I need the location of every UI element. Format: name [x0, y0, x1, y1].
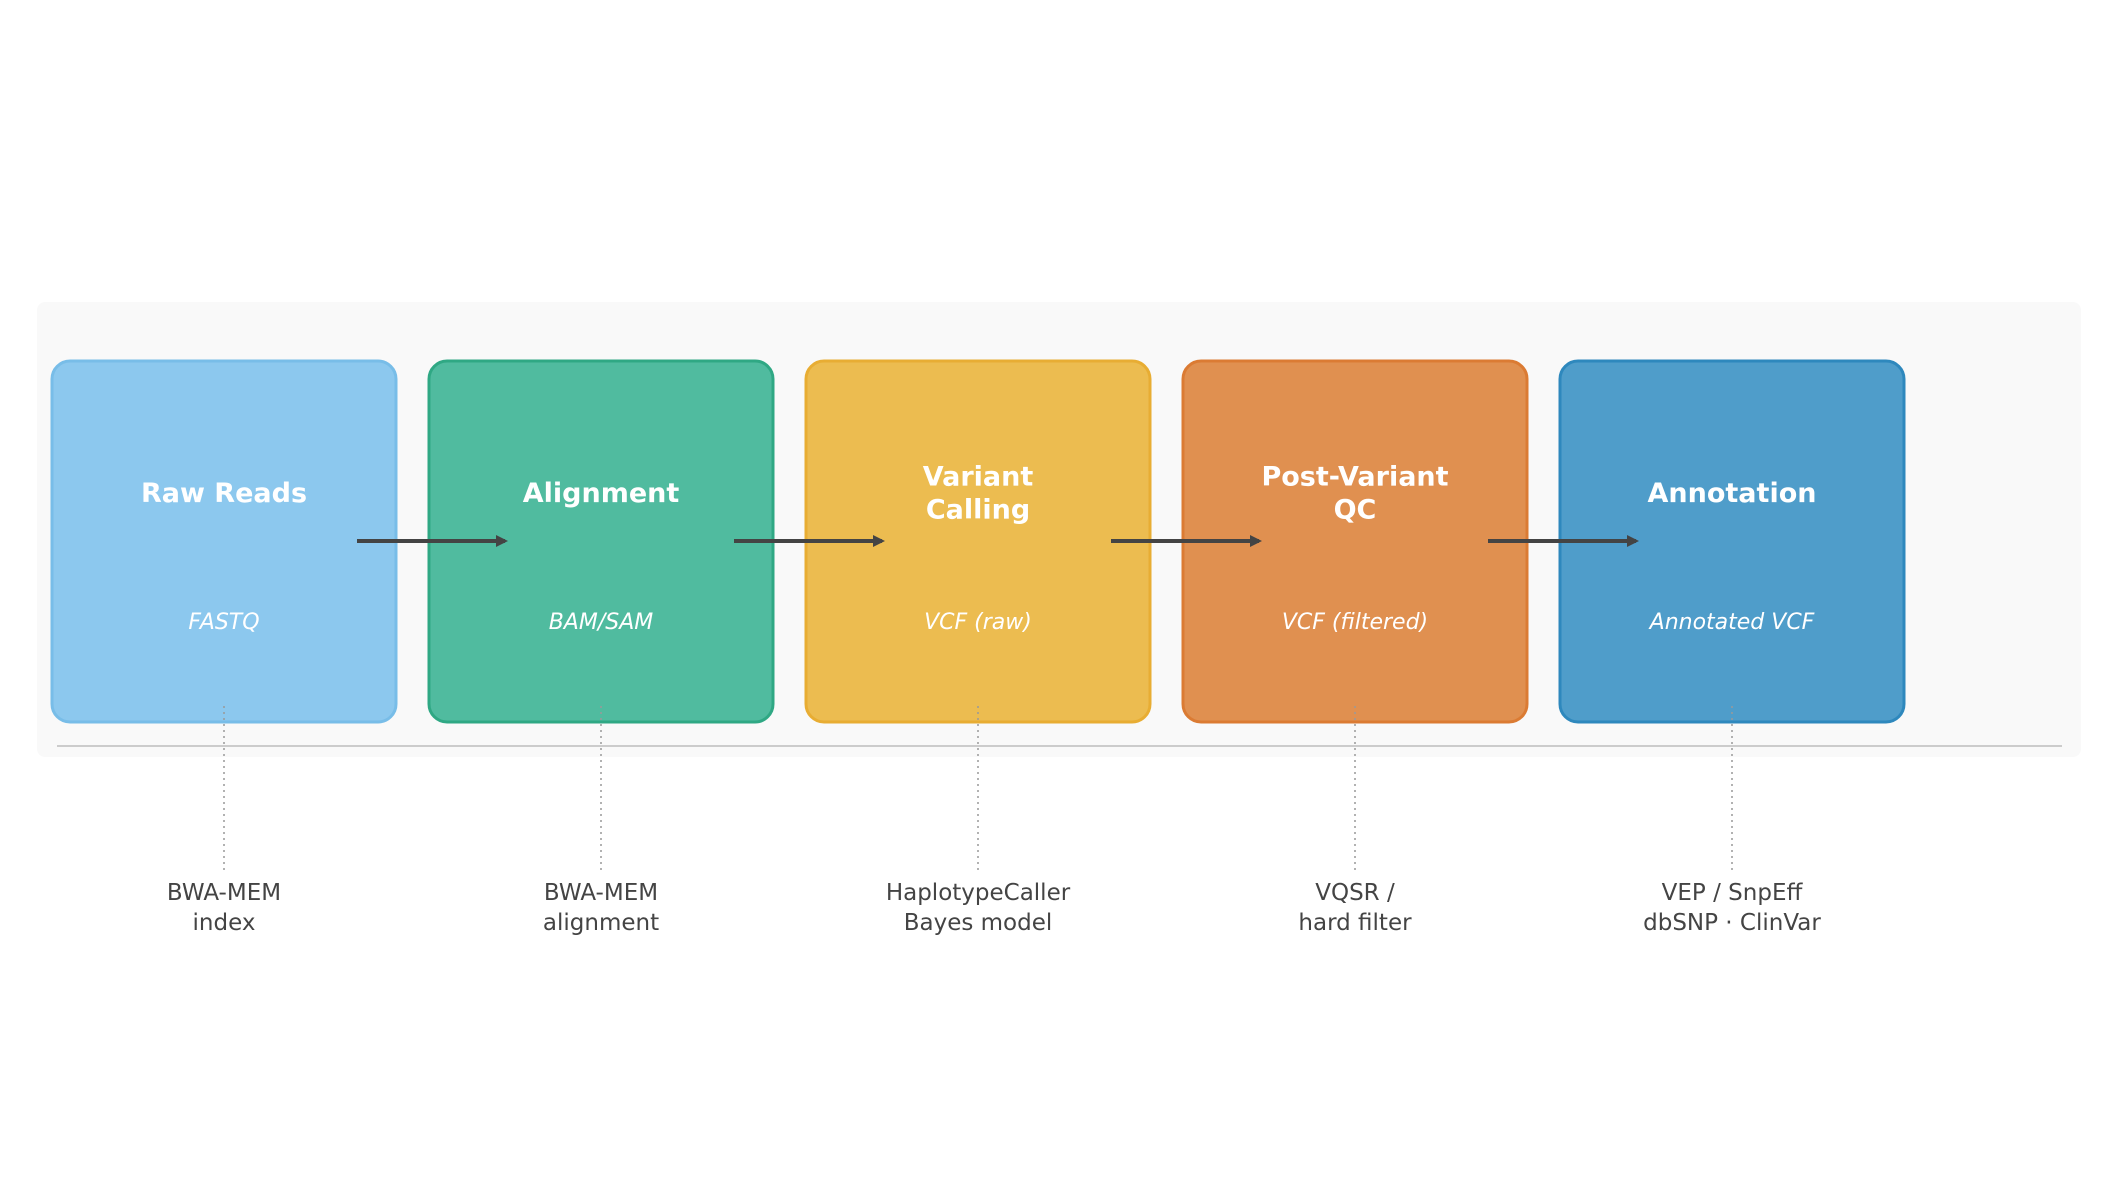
stage-format: BAM/SAM — [549, 610, 654, 635]
tool-label-line: BWA-MEM — [544, 880, 658, 906]
stage-title-line: QC — [1334, 494, 1377, 525]
stage-title: Raw Reads — [141, 478, 307, 509]
stage-format: VCF (filtered) — [1282, 610, 1428, 635]
stage-box — [50, 359, 398, 724]
stage-format: Annotated VCF — [1648, 610, 1815, 635]
stage-title: Annotation — [1648, 478, 1817, 509]
tool-label-line: VEP / SnpEff — [1662, 880, 1804, 906]
stage-title-line: Variant — [923, 461, 1034, 492]
stage-format: VCF (raw) — [924, 610, 1032, 635]
tool-label-line: dbSNP · ClinVar — [1643, 910, 1821, 936]
stage-title-line: Post-Variant — [1261, 461, 1448, 492]
tool-label-line: index — [193, 910, 256, 936]
stage-title-line: Raw Reads — [141, 478, 307, 509]
stage-title: Alignment — [523, 478, 680, 509]
tool-label-line: Bayes model — [904, 910, 1053, 936]
tool-label-line: BWA-MEM — [167, 880, 281, 906]
stage-title-line: Alignment — [523, 478, 680, 509]
tool-label: VEP / SnpEff dbSNP · ClinVar — [1643, 880, 1821, 936]
tool-label: VQSR / hard filter — [1298, 880, 1412, 936]
stage-title-line: Annotation — [1648, 478, 1817, 509]
tool-label: BWA-MEM alignment — [543, 880, 659, 936]
tool-label-line: HaplotypeCaller — [886, 880, 1071, 906]
tool-label-line: alignment — [543, 910, 659, 936]
stage-title-line: Calling — [926, 494, 1030, 525]
tool-label: BWA-MEM index — [167, 880, 281, 936]
tool-label-line: VQSR / — [1315, 880, 1395, 906]
tool-label-line: hard filter — [1298, 910, 1412, 936]
stage-format: FASTQ — [188, 610, 259, 635]
